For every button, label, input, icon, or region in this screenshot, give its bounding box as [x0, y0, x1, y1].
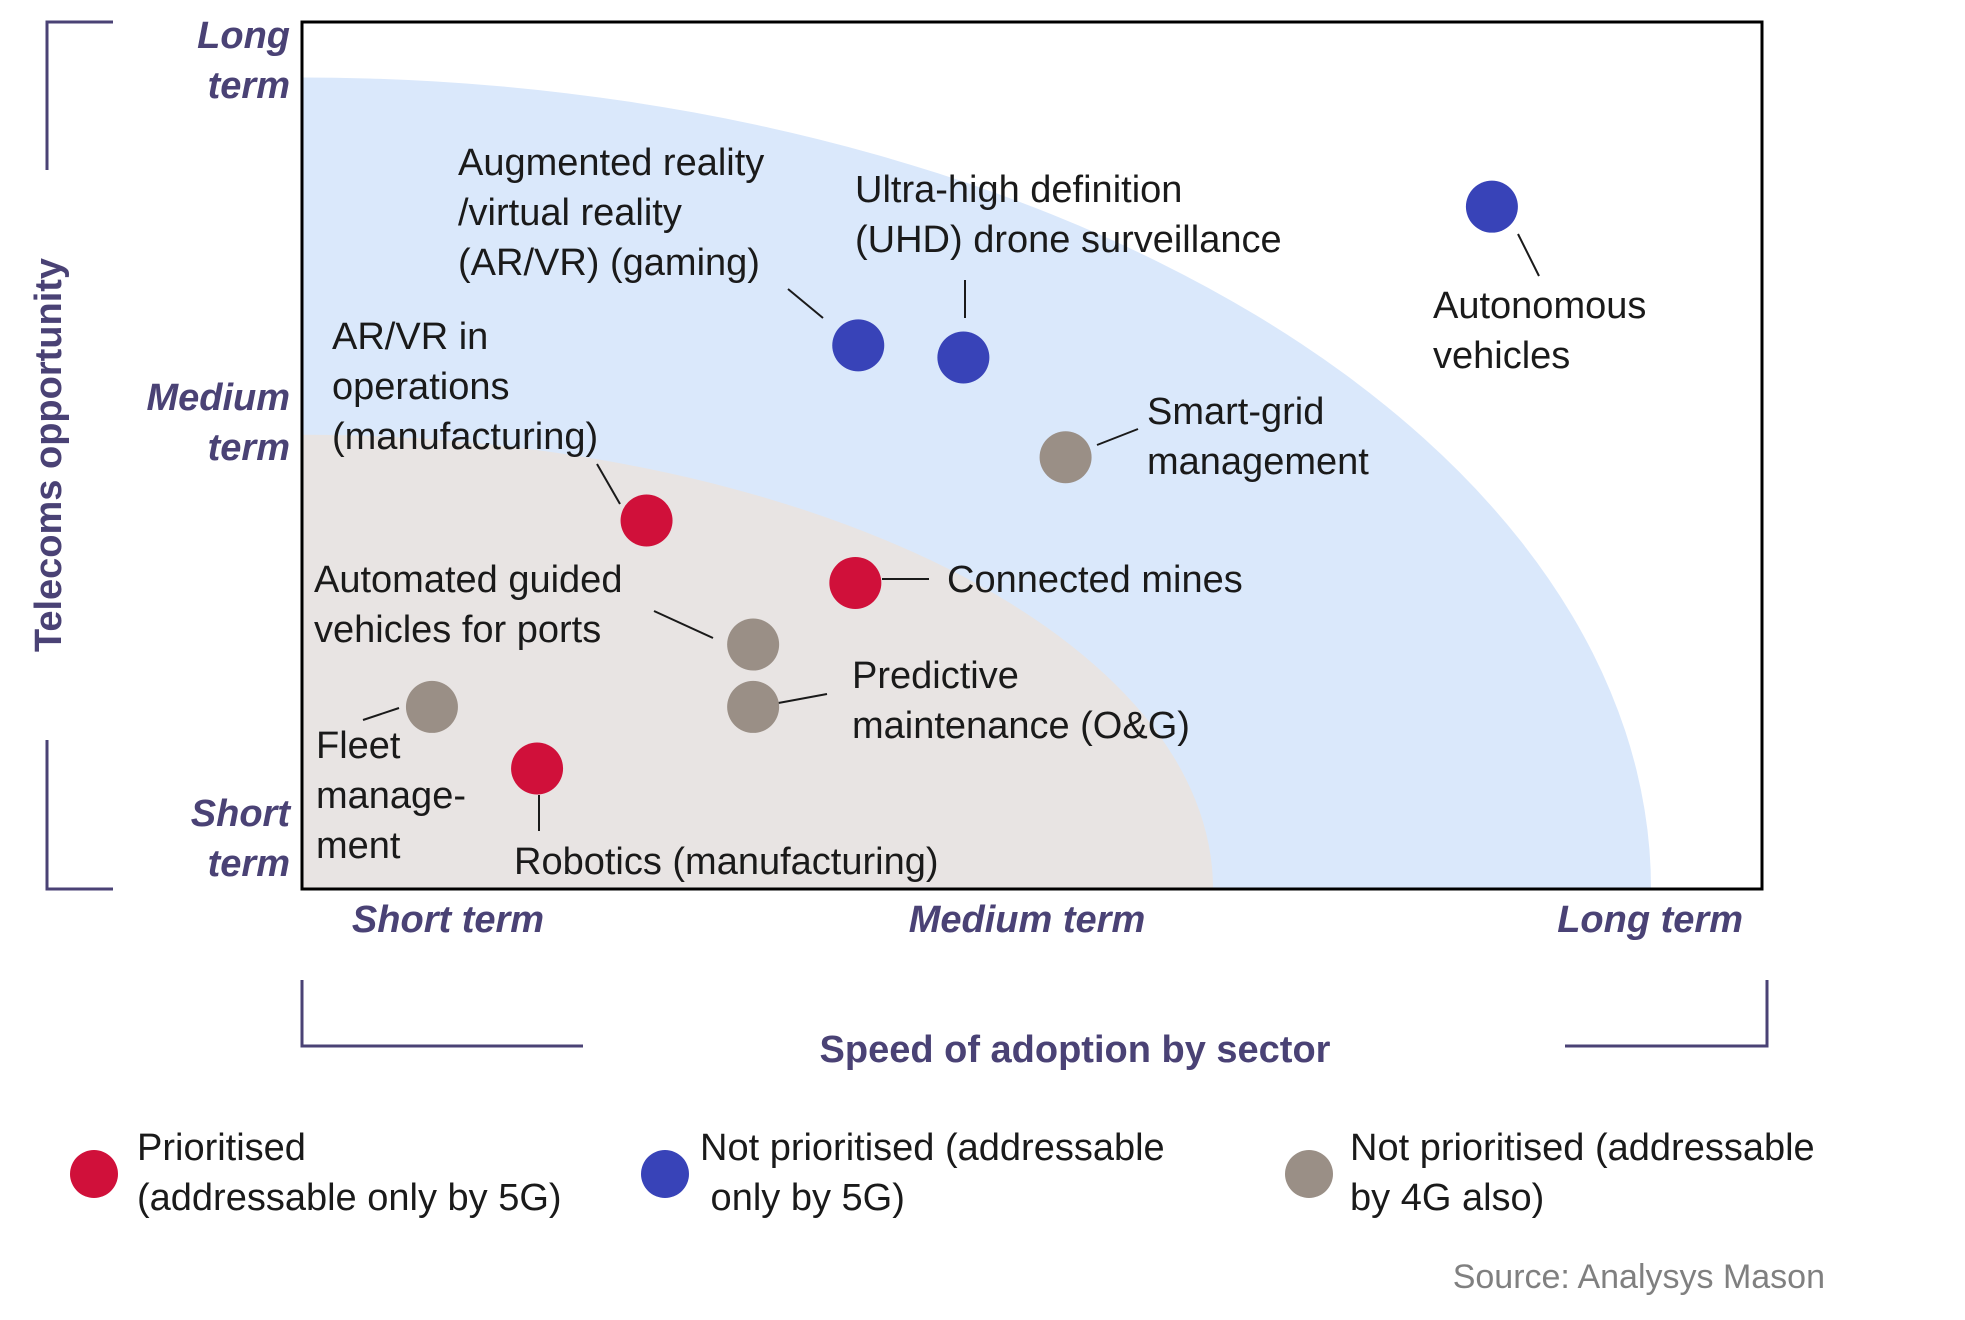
y-axis-title: Telecoms opportunity — [28, 258, 70, 652]
label-predictive-maintenance-line: maintenance (O&G) — [852, 705, 1190, 747]
leader-predictive-maintenance — [772, 693, 828, 705]
point-uhd-drone — [937, 331, 990, 384]
legend-label-prioritised: Prioritised (addressable only by 5G) — [137, 1127, 562, 1219]
point-automated-guided-vehicles — [727, 618, 780, 671]
y-bracket-bottom — [45, 740, 113, 891]
label-fleet-management: Fleet manage-ment — [316, 725, 466, 867]
label-automated-guided-vehicles-line: vehicles for ports — [314, 609, 601, 651]
label-fleet-management-line: manage- — [316, 775, 466, 817]
label-ar-vr-operations-line: (manufacturing) — [332, 416, 598, 458]
x-bracket-right — [1565, 980, 1769, 1048]
label-robotics-manufacturing-line: Robotics (manufacturing) — [514, 841, 939, 883]
legend-label-line: (addressable only by 5G) — [137, 1177, 562, 1219]
label-smart-grid-line: management — [1147, 441, 1369, 483]
y-tick-1-line: Medium — [146, 377, 290, 419]
label-uhd-drone: Ultra-high definition (UHD) drone surveil… — [855, 169, 1282, 261]
label-predictive-maintenance: Predictive maintenance (O&G) — [852, 655, 1190, 747]
legend-label-line: by 4G also) — [1350, 1177, 1544, 1219]
label-automated-guided-vehicles-line: Automated guided — [314, 559, 622, 601]
label-autonomous-vehicles: Autonomous vehicles — [1433, 285, 1646, 377]
label-uhd-drone-line: Ultra-high definition — [855, 169, 1182, 211]
legend-label-line: Not prioritised (addressable — [1350, 1127, 1815, 1169]
plot-frame — [300, 20, 1764, 891]
label-ar-vr-operations: AR/VR in operations (manufacturing) — [332, 316, 598, 458]
y-tick-2-line: term — [208, 843, 290, 885]
label-predictive-maintenance-line: Predictive — [852, 655, 1019, 697]
y-tick-1-line: term — [208, 427, 290, 469]
label-smart-grid-line: Smart-grid — [1147, 391, 1324, 433]
label-connected-mines-line: Connected mines — [947, 559, 1243, 601]
label-smart-grid: Smart-grid management — [1147, 391, 1369, 483]
point-robotics-manufacturing — [511, 742, 564, 795]
legend-marker-not_prioritised_4g — [1285, 1150, 1333, 1198]
label-ar-vr-gaming-line: (AR/VR) (gaming) — [458, 242, 760, 284]
point-predictive-maintenance — [727, 680, 780, 733]
legend-label-line: Not prioritised (addressable — [700, 1127, 1165, 1169]
leader-fleet-management — [362, 707, 400, 721]
x-tick-0: Short term — [352, 899, 544, 941]
label-automated-guided-vehicles: Automated guided vehicles for ports — [314, 559, 622, 651]
legend-label-not_prioritised_5g: Not prioritised (addressable only by 5G) — [700, 1127, 1165, 1219]
point-smart-grid — [1039, 431, 1092, 484]
x-bracket-left — [300, 980, 583, 1048]
x-axis-title: Speed of adoption by sector — [820, 1029, 1331, 1071]
y-tick-0-line: term — [208, 65, 290, 107]
x-tick-2: Long term — [1557, 899, 1743, 941]
y-tick-0-line: Long — [197, 15, 290, 57]
point-fleet-management — [405, 680, 458, 733]
label-ar-vr-operations-line: AR/VR in — [332, 316, 488, 358]
label-autonomous-vehicles-line: vehicles — [1433, 335, 1570, 377]
legend-label-line: Prioritised — [137, 1127, 306, 1169]
y-tick-2-line: Short — [191, 793, 292, 835]
legend-marker-not_prioritised_5g — [641, 1150, 689, 1198]
legend-label-line: only by 5G) — [700, 1177, 905, 1219]
label-uhd-drone-line: (UHD) drone surveillance — [855, 219, 1282, 261]
leader-ar-vr-gaming — [787, 288, 824, 319]
label-fleet-management-line: ment — [316, 825, 401, 867]
source-note: Source: Analysys Mason — [1453, 1258, 1825, 1296]
y-bracket-top — [45, 20, 113, 170]
label-ar-vr-operations-line: operations — [332, 366, 509, 408]
point-connected-mines — [829, 556, 882, 609]
point-ar-vr-gaming — [832, 319, 885, 372]
leader-ar-vr-operations — [596, 463, 621, 505]
leader-automated-guided-vehicles — [653, 610, 714, 639]
label-connected-mines: Connected mines — [947, 559, 1243, 601]
label-fleet-management-line: Fleet — [316, 725, 401, 767]
label-ar-vr-gaming-line: /virtual reality — [458, 192, 682, 234]
label-ar-vr-gaming-line: Augmented reality — [458, 142, 764, 184]
leader-autonomous-vehicles — [1517, 233, 1540, 277]
label-ar-vr-gaming: Augmented reality/virtual reality (AR/VR)… — [458, 142, 764, 284]
point-ar-vr-operations — [620, 494, 673, 547]
leader-smart-grid — [1096, 428, 1139, 446]
legend-label-not_prioritised_4g: Not prioritised (addressable by 4G also) — [1350, 1127, 1815, 1219]
label-autonomous-vehicles-line: Autonomous — [1433, 285, 1646, 327]
point-autonomous-vehicles — [1465, 180, 1518, 233]
x-tick-1: Medium term — [909, 899, 1145, 941]
label-robotics-manufacturing: Robotics (manufacturing) — [514, 841, 939, 883]
legend-marker-prioritised — [70, 1150, 118, 1198]
